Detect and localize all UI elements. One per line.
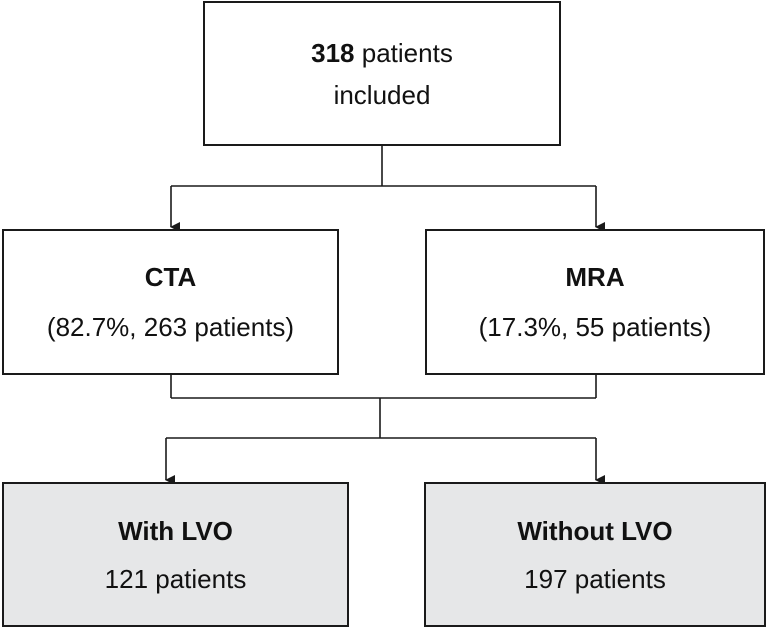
included-text-1: patients bbox=[361, 37, 453, 68]
node-cta: CTA (82.7%, 263 patients) bbox=[2, 229, 339, 375]
with-lvo-detail: 121 patients bbox=[104, 563, 247, 594]
node-without-lvo: Without LVO 197 patients bbox=[424, 482, 766, 627]
node-included: 318 patients included bbox=[203, 1, 561, 146]
mra-title: MRA bbox=[565, 262, 625, 292]
without-lvo-detail: 197 patients bbox=[524, 563, 666, 594]
cta-title: CTA bbox=[144, 262, 197, 292]
mra-detail: (17.3%, 55 patients) bbox=[478, 312, 712, 342]
with-lvo-title: With LVO bbox=[118, 515, 233, 546]
cta-detail: (82.7%, 263 patients) bbox=[46, 312, 295, 342]
included-count: 318 bbox=[311, 37, 355, 68]
included-text-2: included bbox=[333, 79, 431, 110]
included-line-1: 318 patients bbox=[311, 32, 453, 74]
without-lvo-title: Without LVO bbox=[517, 515, 673, 546]
node-with-lvo: With LVO 121 patients bbox=[2, 482, 349, 627]
node-mra: MRA (17.3%, 55 patients) bbox=[425, 229, 765, 375]
